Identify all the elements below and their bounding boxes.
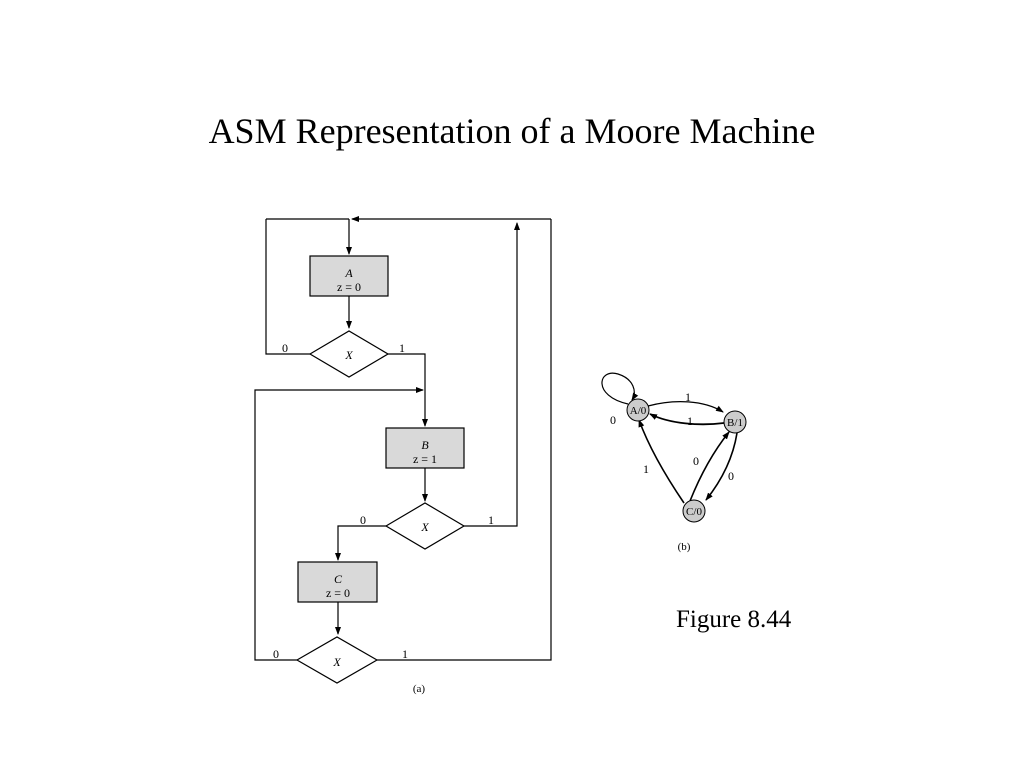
decision-diamond-3: X	[295, 636, 379, 684]
asm-caption: (a)	[413, 683, 426, 695]
edge-label-b-c: 0	[728, 469, 734, 483]
asm-wire	[265, 219, 310, 355]
asm-wire	[254, 387, 424, 661]
slide-title: ASM Representation of a Moore Machine	[208, 111, 816, 151]
asm-chart: A z = 0 X 0 1 B z = 1 X 0 1	[254, 216, 552, 695]
edge-c-b	[689, 431, 730, 502]
edge-b-c	[705, 432, 738, 501]
decision-input-2: X	[420, 520, 429, 534]
edge-label-a-b: 1	[685, 390, 691, 404]
branch-label-0: 0	[282, 341, 288, 355]
edge-label-c-a: 1	[643, 462, 649, 476]
state-box-a: A z = 0	[309, 255, 389, 297]
decision-diamond-2: X	[384, 502, 466, 550]
branch-label-1: 1	[399, 341, 405, 355]
edge-label-a-a: 0	[610, 413, 616, 427]
branch-label-0: 0	[360, 513, 366, 527]
edge-c-a	[638, 419, 685, 504]
asm-wire	[335, 525, 386, 561]
state-output-a: z = 0	[337, 280, 361, 294]
state-output-b: z = 1	[413, 452, 437, 466]
asm-wire	[464, 222, 520, 527]
state-name-b: B	[421, 438, 429, 452]
edge-b-a	[649, 413, 725, 426]
edge-a-b	[647, 401, 724, 413]
state-output-c: z = 0	[326, 586, 350, 600]
state-node-label: A/0	[630, 405, 647, 417]
branch-label-1: 1	[402, 647, 408, 661]
edge-a-a	[601, 372, 639, 405]
state-diagram: 0 1 1 0 0 1 A/0 B/1 C/0 (b)	[601, 372, 747, 553]
asm-wire	[377, 219, 552, 661]
state-node-a: A/0	[626, 398, 650, 422]
decision-input-3: X	[332, 655, 341, 669]
branch-label-0: 0	[273, 647, 279, 661]
edge-label-b-a: 1	[687, 414, 693, 428]
state-box-c: C z = 0	[297, 561, 378, 603]
figure-label: Figure 8.44	[676, 606, 792, 633]
state-diagram-caption: (b)	[678, 541, 691, 553]
state-node-b: B/1	[723, 410, 747, 434]
state-box-b: B z = 1	[385, 427, 465, 469]
edge-label-c-b: 0	[693, 454, 699, 468]
state-name-a: A	[344, 266, 353, 280]
asm-wire	[388, 353, 428, 427]
state-name-c: C	[334, 572, 343, 586]
state-node-c: C/0	[682, 499, 706, 523]
state-node-label: C/0	[686, 506, 702, 518]
branch-label-1: 1	[488, 513, 494, 527]
decision-input-1: X	[344, 348, 353, 362]
state-node-label: B/1	[727, 417, 743, 429]
decision-diamond-1: X	[308, 330, 390, 378]
